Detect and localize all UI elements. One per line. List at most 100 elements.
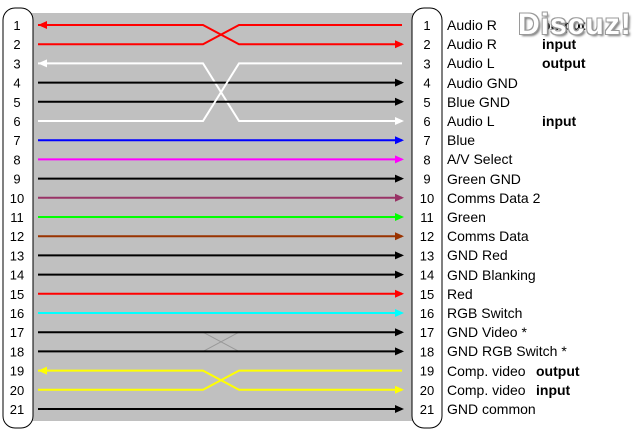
signal-name: Red: [447, 285, 473, 302]
signal-name: Audio L: [447, 55, 495, 72]
wire-arrowhead: [395, 97, 404, 106]
signal-name: GND Video *: [447, 324, 527, 341]
pin-number: 16: [10, 306, 24, 321]
pin-number: 21: [10, 402, 24, 417]
wire-arrowhead: [395, 309, 404, 317]
signal-label: Green: [447, 209, 486, 225]
signal-name: GND Red: [447, 247, 508, 264]
pin-number: 19: [420, 364, 434, 379]
watermark-logo: Discuz!: [518, 8, 632, 41]
pin-number: 1: [13, 18, 20, 33]
pin-number: 17: [10, 325, 24, 340]
wire-arrowhead: [395, 405, 404, 413]
pin-number: 9: [423, 172, 430, 187]
signal-label: Green GND: [447, 171, 521, 187]
signal-name: Blue: [447, 132, 476, 149]
signal-name: Green: [447, 209, 486, 225]
wire-arrowhead: [395, 289, 404, 298]
pin-number: 2: [423, 37, 430, 52]
wire-arrowhead: [395, 40, 404, 49]
pin-number: 14: [10, 268, 24, 283]
pin-number: 4: [423, 76, 430, 91]
signal-name: GND RGB Switch *: [447, 343, 567, 360]
signal-name: GND Blanking: [447, 266, 536, 283]
signal-label: GND common: [447, 401, 536, 417]
wire-arrowhead: [395, 347, 404, 356]
right-connector: [411, 7, 443, 429]
wire-arrowhead: [395, 328, 404, 337]
signal-label: Red: [447, 286, 473, 302]
pin-number: 17: [420, 325, 434, 340]
pin-number: 8: [13, 152, 20, 167]
signal-name: Comp. video: [447, 362, 526, 379]
pin-number: 13: [420, 248, 434, 263]
signal-name: Comp. video: [447, 381, 526, 398]
wire-arrowhead: [38, 59, 47, 68]
wire-6: [38, 62, 402, 122]
pin-number: 11: [420, 210, 434, 225]
signal-label: Comms Data: [447, 228, 529, 244]
pin-number: 18: [10, 344, 24, 359]
pin-number: 2: [13, 37, 20, 52]
faint-cross-line: [202, 331, 240, 352]
signal-label: Comp. video output: [447, 362, 580, 379]
wire-arrowhead: [395, 232, 404, 241]
pin-number: 6: [423, 114, 430, 129]
signal-name: Comms Data: [447, 228, 529, 245]
pin-number: 3: [423, 56, 430, 71]
pin-number: 6: [13, 114, 20, 129]
pin-number: 14: [420, 268, 434, 283]
wires-group: [38, 21, 404, 413]
signal-direction: input: [542, 113, 577, 129]
left-connector: [2, 7, 34, 429]
wire-arrowhead: [395, 270, 404, 279]
signal-name: Audio R: [447, 36, 497, 53]
signal-name: GND common: [447, 401, 536, 417]
signal-label: Comms Data 2: [447, 190, 540, 206]
signal-direction: input: [536, 381, 571, 398]
signal-name: Audio L: [447, 113, 495, 129]
pin-number: 9: [13, 172, 20, 187]
signal-direction: output: [536, 362, 580, 379]
signal-name: Blue GND: [447, 93, 511, 110]
wire-arrowhead: [395, 213, 404, 221]
signal-direction: output: [542, 17, 586, 33]
wire-arrowhead: [395, 78, 404, 87]
wire-arrowhead: [395, 155, 404, 164]
pin-number: 4: [13, 76, 20, 91]
wire-arrowhead: [395, 251, 404, 260]
pin-number: 20: [10, 383, 24, 398]
pin-number: 21: [420, 402, 434, 417]
signal-direction: input: [542, 36, 577, 53]
signal-name: RGB Switch: [447, 305, 523, 321]
signal-label: GND RGB Switch *: [447, 343, 567, 359]
pin-number: 5: [423, 95, 430, 110]
wire-arrowhead: [395, 136, 404, 145]
signal-label: GND Video *: [447, 324, 527, 340]
signal-label: Blue: [447, 132, 475, 148]
signal-label: Audio L input: [447, 113, 576, 129]
pin-number: 16: [420, 306, 434, 321]
wire-20: [38, 369, 402, 391]
wire-arrowhead: [395, 174, 404, 183]
pin-number: 11: [10, 210, 24, 225]
signal-name: Audio R: [447, 17, 497, 33]
wire-arrowhead: [395, 385, 404, 394]
signal-label: Audio R input: [447, 36, 576, 53]
signal-label: Audio GND: [447, 75, 518, 91]
signal-label: RGB Switch: [447, 305, 522, 321]
signal-direction: output: [542, 55, 586, 72]
signal-name: A/V Select: [447, 151, 513, 168]
pin-number: 12: [420, 229, 434, 244]
pin-number: 15: [420, 287, 434, 302]
pin-number: 13: [10, 248, 24, 263]
wire-arrowhead: [38, 366, 47, 375]
pin-number: 15: [10, 287, 24, 302]
signal-label: Blue GND: [447, 94, 510, 110]
signal-label: GND Red: [447, 247, 508, 263]
pin-number: 1: [423, 18, 430, 33]
pin-number: 7: [423, 133, 430, 148]
pin-number: 3: [13, 56, 20, 71]
